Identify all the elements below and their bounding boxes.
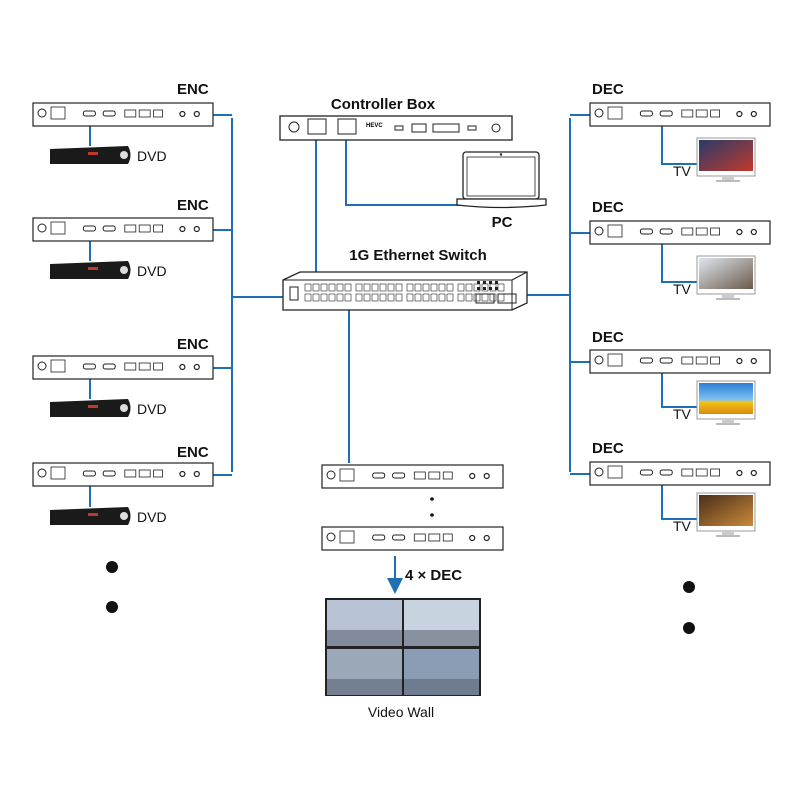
tv-label: TV bbox=[673, 518, 692, 534]
wall-decoder-count: 4 × DEC bbox=[405, 567, 462, 584]
controller-box-label: Controller Box bbox=[331, 96, 436, 113]
switch-port bbox=[446, 283, 454, 292]
controller-box: HEVC bbox=[279, 115, 513, 141]
switch-port bbox=[320, 293, 328, 302]
switch-port bbox=[438, 293, 446, 302]
decoder-label: DEC bbox=[592, 440, 624, 457]
controller-to-pc-line bbox=[345, 140, 460, 206]
hdmi-link bbox=[661, 126, 697, 165]
switch-port bbox=[379, 293, 387, 302]
tv-monitor bbox=[696, 255, 756, 300]
switch-port bbox=[422, 283, 430, 292]
video-wall-decoder-device bbox=[321, 464, 504, 489]
switch-label: 1G Ethernet Switch bbox=[349, 247, 487, 264]
hdmi-link bbox=[661, 373, 697, 408]
switch-port bbox=[395, 293, 403, 302]
switch-port bbox=[304, 293, 312, 302]
encoder-label: ENC bbox=[177, 336, 209, 353]
switch-port bbox=[363, 283, 371, 292]
switch-port bbox=[457, 293, 465, 302]
decoder-device bbox=[589, 220, 771, 245]
decoder-label: DEC bbox=[592, 329, 624, 346]
switch-port bbox=[355, 293, 363, 302]
switch-port bbox=[312, 283, 320, 292]
decoder-label: DEC bbox=[592, 81, 624, 98]
switch-port bbox=[457, 283, 465, 292]
switch-port bbox=[336, 283, 344, 292]
encoder-device bbox=[32, 355, 214, 380]
switch-port bbox=[328, 283, 336, 292]
video-wall-decoder-device bbox=[321, 526, 504, 551]
encoder-device bbox=[32, 462, 214, 487]
decoder-device bbox=[589, 461, 771, 486]
switch-port bbox=[363, 293, 371, 302]
switch-port bbox=[446, 293, 454, 302]
dvd-player bbox=[50, 146, 131, 164]
switch-port bbox=[395, 283, 403, 292]
switch-port bbox=[320, 283, 328, 292]
switch-port bbox=[422, 293, 430, 302]
decoder-device bbox=[589, 349, 771, 374]
network-links bbox=[231, 118, 571, 594]
tv-monitor bbox=[696, 492, 756, 537]
switch-port bbox=[438, 283, 446, 292]
dvd-player bbox=[50, 399, 131, 417]
switch-port bbox=[344, 283, 352, 292]
more-devices-dots bbox=[106, 497, 695, 634]
switch-port bbox=[465, 283, 473, 292]
tv-label: TV bbox=[673, 406, 692, 422]
decoder-label: DEC bbox=[592, 199, 624, 216]
switch-port bbox=[304, 283, 312, 292]
ethernet-switch bbox=[282, 271, 528, 311]
video-wall-label: Video Wall bbox=[368, 704, 434, 720]
dvd-label: DVD bbox=[137, 401, 167, 417]
encoder-label: ENC bbox=[177, 81, 209, 98]
pc-label: PC bbox=[492, 214, 513, 231]
dvd-label: DVD bbox=[137, 509, 167, 525]
switch-port bbox=[312, 293, 320, 302]
encoder-label: ENC bbox=[177, 197, 209, 214]
switch-port bbox=[336, 293, 344, 302]
switch-port bbox=[328, 293, 336, 302]
switch-port bbox=[414, 293, 422, 302]
switch-port bbox=[387, 293, 395, 302]
encoder-label: ENC bbox=[177, 444, 209, 461]
switch-port bbox=[465, 293, 473, 302]
dvd-player bbox=[50, 507, 131, 525]
video-wall bbox=[325, 598, 481, 696]
switch-port bbox=[406, 293, 414, 302]
switch-port bbox=[430, 293, 438, 302]
switch-port bbox=[414, 283, 422, 292]
pc-laptop bbox=[456, 151, 547, 209]
encoder-device bbox=[32, 217, 214, 242]
switch-uplink-port bbox=[497, 293, 517, 304]
switch-port bbox=[371, 293, 379, 302]
switch-port bbox=[371, 283, 379, 292]
switch-port bbox=[344, 293, 352, 302]
hdmi-link bbox=[661, 485, 697, 520]
encoder-device bbox=[32, 102, 214, 127]
switch-port bbox=[406, 283, 414, 292]
tv-monitor bbox=[696, 137, 756, 182]
decoder-device bbox=[589, 102, 771, 127]
switch-port bbox=[379, 283, 387, 292]
tv-label: TV bbox=[673, 163, 692, 179]
controller-model-text: HEVC bbox=[366, 123, 383, 129]
switch-port bbox=[355, 283, 363, 292]
switch-uplink-port bbox=[475, 293, 495, 304]
switch-port bbox=[430, 283, 438, 292]
tv-monitor bbox=[696, 380, 756, 425]
switch-port bbox=[387, 283, 395, 292]
dvd-label: DVD bbox=[137, 263, 167, 279]
dvd-player bbox=[50, 261, 131, 279]
tv-label: TV bbox=[673, 281, 692, 297]
hdmi-link bbox=[661, 244, 697, 283]
dvd-label: DVD bbox=[137, 148, 167, 164]
